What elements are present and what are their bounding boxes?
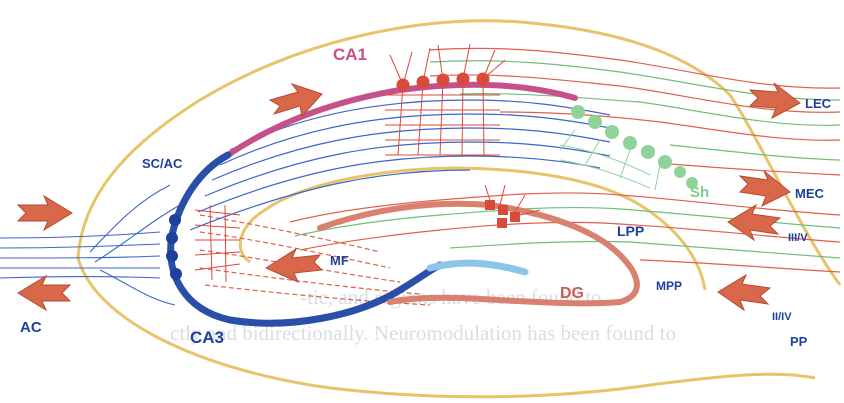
- iii-v-label: III/V: [788, 232, 808, 244]
- ca3-label: CA3: [190, 328, 224, 347]
- perforant-path-fibers: [290, 48, 840, 272]
- ii-iv-label: II/IV: [772, 311, 792, 323]
- mpp-label: MPP: [656, 279, 682, 293]
- sc-ac-label: SC/AC: [142, 156, 183, 171]
- pp-label: PP: [790, 334, 808, 349]
- background-text: -tic, and regions have been found to ctl…: [170, 285, 676, 345]
- arrow-right-icon: [740, 171, 790, 206]
- ac-label: AC: [20, 319, 42, 336]
- sh-label: Sh: [690, 184, 709, 201]
- mec-label: MEC: [795, 186, 825, 201]
- subiculum-neurons: [560, 105, 698, 190]
- arrow-left-icon: [718, 275, 770, 310]
- ca3-dentate-hilus: [430, 263, 525, 272]
- arrow-left-icon: [266, 249, 322, 282]
- lec-label: LEC: [805, 96, 832, 111]
- flow-arrows: [18, 83, 800, 310]
- inner-outline-bottom: [240, 210, 265, 262]
- arrow-right-icon: [18, 196, 72, 230]
- mf-label: MF: [330, 253, 349, 268]
- dg-label: DG: [560, 285, 584, 302]
- ca1-label: CA1: [333, 45, 367, 64]
- arrow-right-icon: [750, 83, 800, 118]
- arrow-left-icon: [18, 276, 70, 310]
- lpp-label: LPP: [617, 223, 644, 239]
